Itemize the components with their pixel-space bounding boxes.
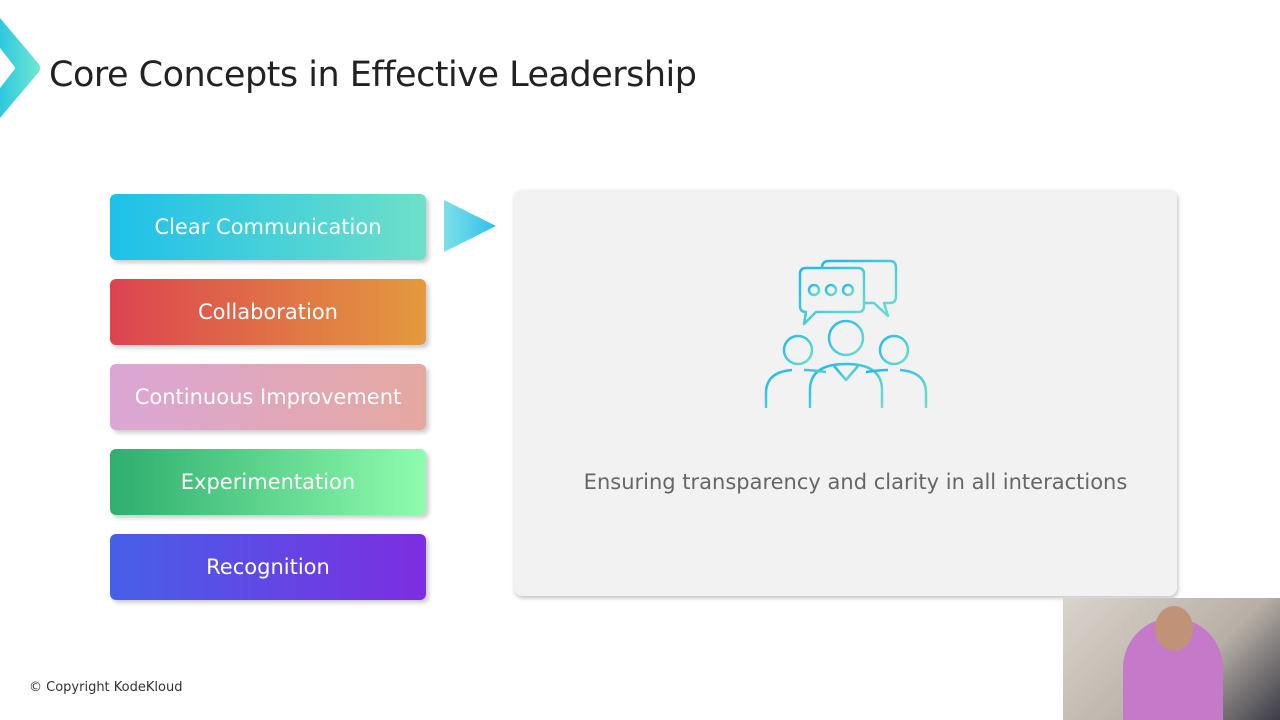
concept-button-clear-communication[interactable]: Clear Communication: [110, 194, 426, 260]
pointer-arrow-icon: [444, 200, 496, 252]
concept-description: Ensuring transparency and clarity in all…: [583, 470, 1128, 494]
page-title: Core Concepts in Effective Leadership: [49, 55, 697, 95]
team-communication-icon: [764, 259, 928, 410]
copyright-text: © Copyright KodeKloud: [29, 680, 183, 695]
concept-button-experimentation[interactable]: Experimentation: [110, 449, 426, 515]
kodekloud-logo-icon: [0, 18, 40, 118]
concept-button-collaboration[interactable]: Collaboration: [110, 279, 426, 345]
concept-button-recognition[interactable]: Recognition: [110, 534, 426, 600]
concept-detail-panel: Ensuring transparency and clarity in all…: [514, 190, 1177, 596]
presenter-webcam: [1063, 598, 1280, 720]
concept-button-continuous-improvement[interactable]: Continuous Improvement: [110, 364, 426, 430]
